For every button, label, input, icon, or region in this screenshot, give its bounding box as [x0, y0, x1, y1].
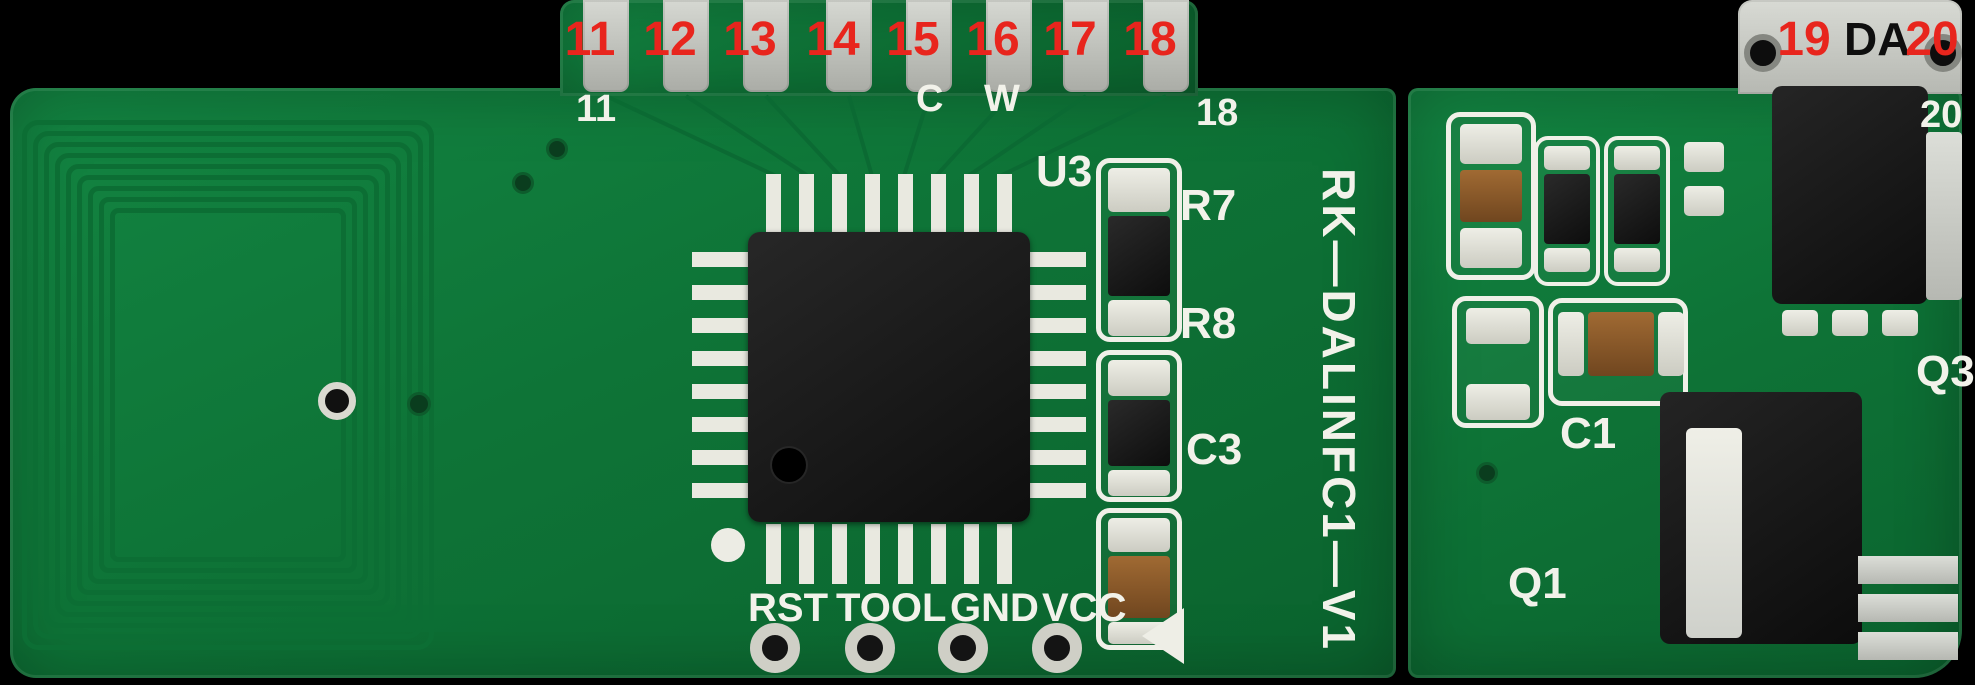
q3-pad-3	[1882, 310, 1918, 336]
r7-pad-bottom	[1108, 300, 1170, 336]
q1-lead-1	[1858, 556, 1958, 584]
q1-lead-3	[1858, 632, 1958, 660]
board-name: RK—DALINFC1—V1	[1313, 168, 1365, 653]
castellated-pad-17	[1063, 0, 1109, 92]
r7-footprint-outline	[1096, 158, 1182, 342]
silk-q1: Q1	[1508, 559, 1567, 608]
castellated-pad-12	[663, 0, 709, 92]
castellated-pad-13	[743, 0, 789, 92]
silk-pad-11: 11	[576, 88, 617, 130]
c3-pad-top	[1108, 518, 1170, 552]
pin-annotation-11: 11	[564, 13, 616, 66]
castellated-pad-15	[906, 0, 952, 92]
r8-component	[1108, 400, 1170, 466]
r8-footprint-outline	[1096, 350, 1182, 502]
footprint-b-pad-top	[1466, 308, 1530, 344]
tab-hole-19	[1744, 34, 1782, 72]
r8-pad-bottom	[1108, 470, 1170, 496]
pin-annotation-13: 13	[723, 13, 777, 66]
chip-a-body	[1544, 174, 1590, 244]
tab-hole-20	[1924, 34, 1962, 72]
silk-r8: R8	[1180, 299, 1237, 348]
castellated-pad-16	[986, 0, 1032, 92]
pin-annotation-12: 12	[643, 13, 697, 66]
via-4	[1476, 462, 1498, 484]
silk-c-mark: C	[916, 78, 944, 120]
silk-u3: U3	[1036, 147, 1093, 196]
orientation-triangle	[1142, 608, 1184, 664]
q3-pad-2	[1832, 310, 1868, 336]
q1-metal-tab	[1686, 428, 1742, 638]
chip-a-cap-bottom	[1544, 248, 1590, 272]
chip-a-outline	[1534, 136, 1600, 286]
q1-lead-2	[1858, 594, 1958, 622]
silk-pad-20: 20	[1920, 94, 1963, 136]
via-2	[546, 138, 568, 160]
mcu-pin1-dot	[772, 448, 806, 482]
rst-hole-pad	[750, 623, 800, 673]
mcu-right-pins	[1030, 252, 1086, 502]
pin-annotation-16: 16	[966, 13, 1020, 66]
silk-w-mark: W	[984, 78, 1020, 120]
chip-a-cap-top	[1544, 146, 1590, 170]
pin-annotation-17: 17	[1043, 13, 1097, 66]
small-pad-1	[1684, 142, 1724, 172]
silk-vcc: VCC	[1042, 586, 1127, 630]
silk-c3: C3	[1186, 425, 1243, 474]
c3-component	[1108, 556, 1170, 618]
small-pad-2	[1684, 186, 1724, 216]
r7-component	[1108, 216, 1170, 296]
c1-cap-left	[1558, 312, 1584, 376]
gnd-hole-pad	[938, 623, 988, 673]
c1-footprint-outline	[1548, 298, 1688, 406]
antenna-center-hole	[318, 382, 356, 420]
pin-annotation-20: 20	[1905, 13, 1959, 66]
footprint-a-component	[1460, 170, 1522, 222]
q3-pad-1	[1782, 310, 1818, 336]
r8-pad-top	[1108, 360, 1170, 396]
via-white	[711, 528, 745, 562]
mcu-left-pins	[692, 252, 748, 502]
pin-annotation-18: 18	[1123, 13, 1177, 66]
silk-r7: R7	[1180, 181, 1237, 230]
chip-b-cap-bottom	[1614, 248, 1660, 272]
footprint-a-outline	[1446, 112, 1536, 280]
silk-rst: RST	[748, 586, 828, 630]
pin-annotation-19: 19	[1777, 13, 1831, 66]
footprint-a-pad-bottom	[1460, 228, 1522, 268]
footprint-a-pad-top	[1460, 124, 1522, 164]
c1-component	[1588, 312, 1654, 376]
mcu-top-pins	[766, 174, 1028, 232]
pin-annotation-15: 15	[886, 13, 940, 66]
via-1	[512, 172, 534, 194]
chip-b-cap-top	[1614, 146, 1660, 170]
silk-gnd: GND	[950, 586, 1039, 630]
silk-q3: Q3	[1916, 347, 1975, 396]
footprint-b-outline	[1452, 296, 1544, 428]
chip-b-body	[1614, 174, 1660, 244]
vcc-hole-pad	[1032, 623, 1082, 673]
q3-tab	[1926, 132, 1962, 300]
silk-c1: C1	[1560, 409, 1617, 458]
q3-body	[1772, 86, 1928, 304]
castellated-pad-18	[1143, 0, 1189, 92]
silk-tool: TOOL	[836, 586, 947, 630]
via-3	[407, 392, 431, 416]
mcu-bottom-pins	[766, 524, 1028, 584]
tool-hole-pad	[845, 623, 895, 673]
silk-pad-18: 18	[1196, 92, 1239, 134]
footprint-b-pad-bottom	[1466, 384, 1530, 420]
castellated-pad-11	[583, 0, 629, 92]
c3-footprint-outline	[1096, 508, 1182, 650]
c1-cap-right	[1658, 312, 1684, 376]
pin-annotation-14: 14	[806, 13, 860, 66]
nfc-antenna-coil	[22, 120, 434, 650]
r7-pad-top	[1108, 168, 1170, 212]
chip-b-outline	[1604, 136, 1670, 286]
da-annotation: DA	[1844, 13, 1911, 65]
castellated-pad-14	[826, 0, 872, 92]
